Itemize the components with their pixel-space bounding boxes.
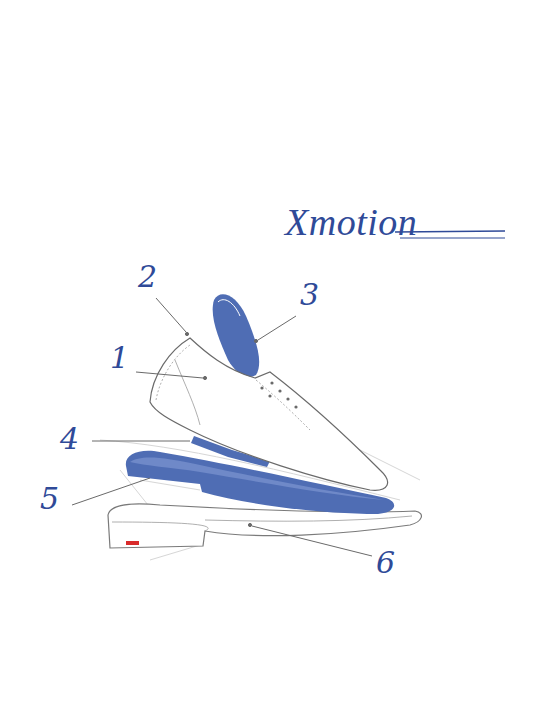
callout-number: 1 bbox=[110, 343, 129, 373]
brand-logo: Xmotion bbox=[285, 203, 417, 241]
callout-number: 2 bbox=[138, 262, 157, 292]
callout-number: 5 bbox=[40, 484, 59, 514]
callout-number: 4 bbox=[60, 424, 79, 454]
callout-number: 6 bbox=[376, 548, 395, 578]
callout-number: 3 bbox=[300, 280, 319, 310]
